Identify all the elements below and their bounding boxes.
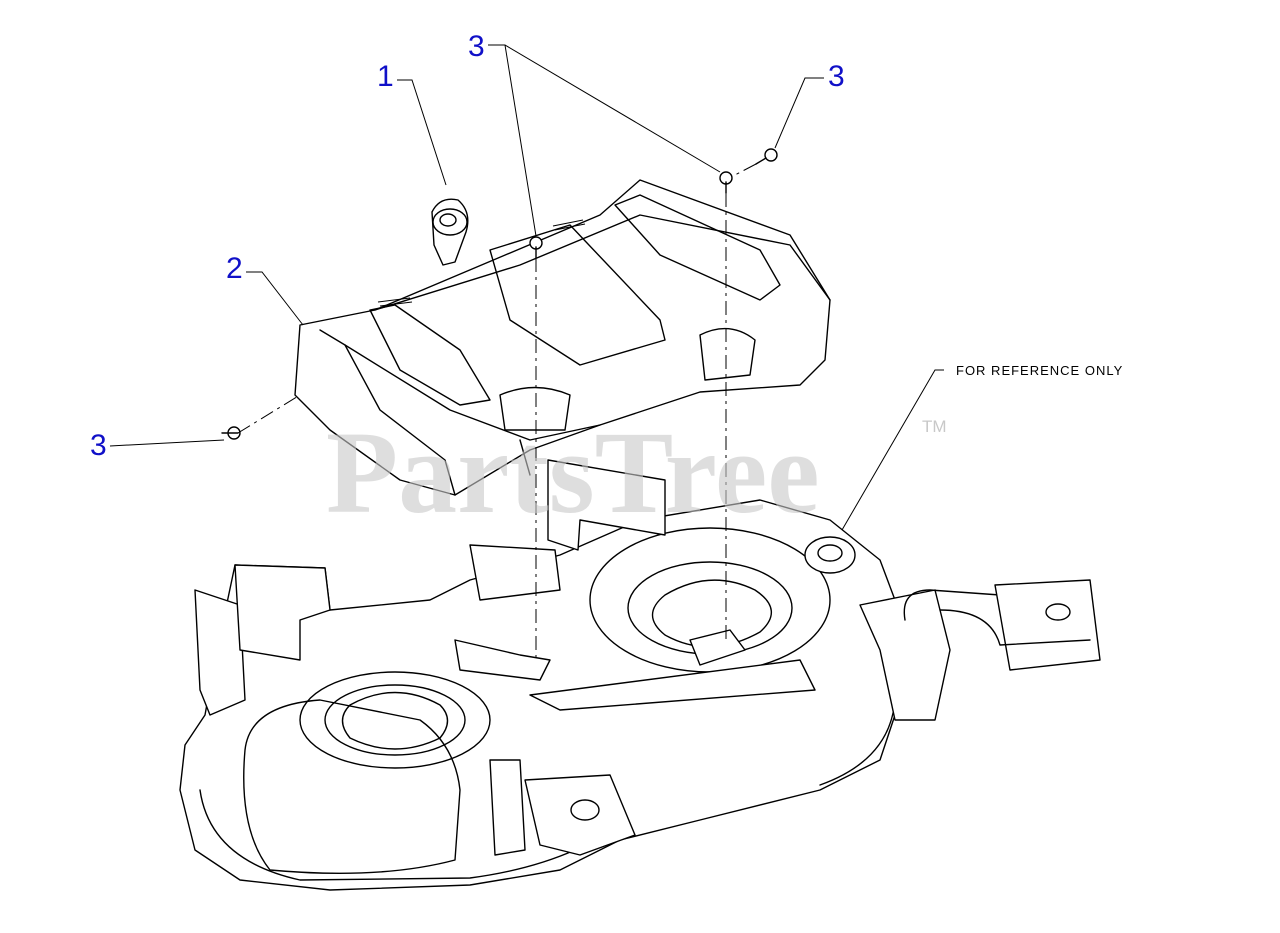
watermark: PartsTree TM [326, 407, 947, 538]
callouts: 1 2 3 3 3 [90, 30, 845, 462]
screw-set [221, 148, 778, 440]
screw-right [755, 148, 778, 165]
screw-rear [719, 171, 733, 194]
callout-2: 2 [226, 252, 243, 285]
screw-center [529, 236, 543, 259]
callout-3-right: 3 [828, 60, 845, 93]
watermark-trademark: TM [922, 417, 947, 436]
deck-cover [294, 179, 831, 496]
callout-3-left: 3 [90, 429, 107, 462]
watermark-text: PartsTree [326, 407, 820, 538]
callout-1: 1 [377, 60, 394, 93]
leader-lines [109, 44, 944, 531]
knob [431, 198, 469, 266]
reference-note: FOR REFERENCE ONLY [956, 363, 1123, 378]
assembly-lines [237, 163, 757, 660]
mower-deck [179, 459, 1101, 891]
screw-left [221, 426, 241, 440]
callout-3-top: 3 [468, 30, 485, 63]
